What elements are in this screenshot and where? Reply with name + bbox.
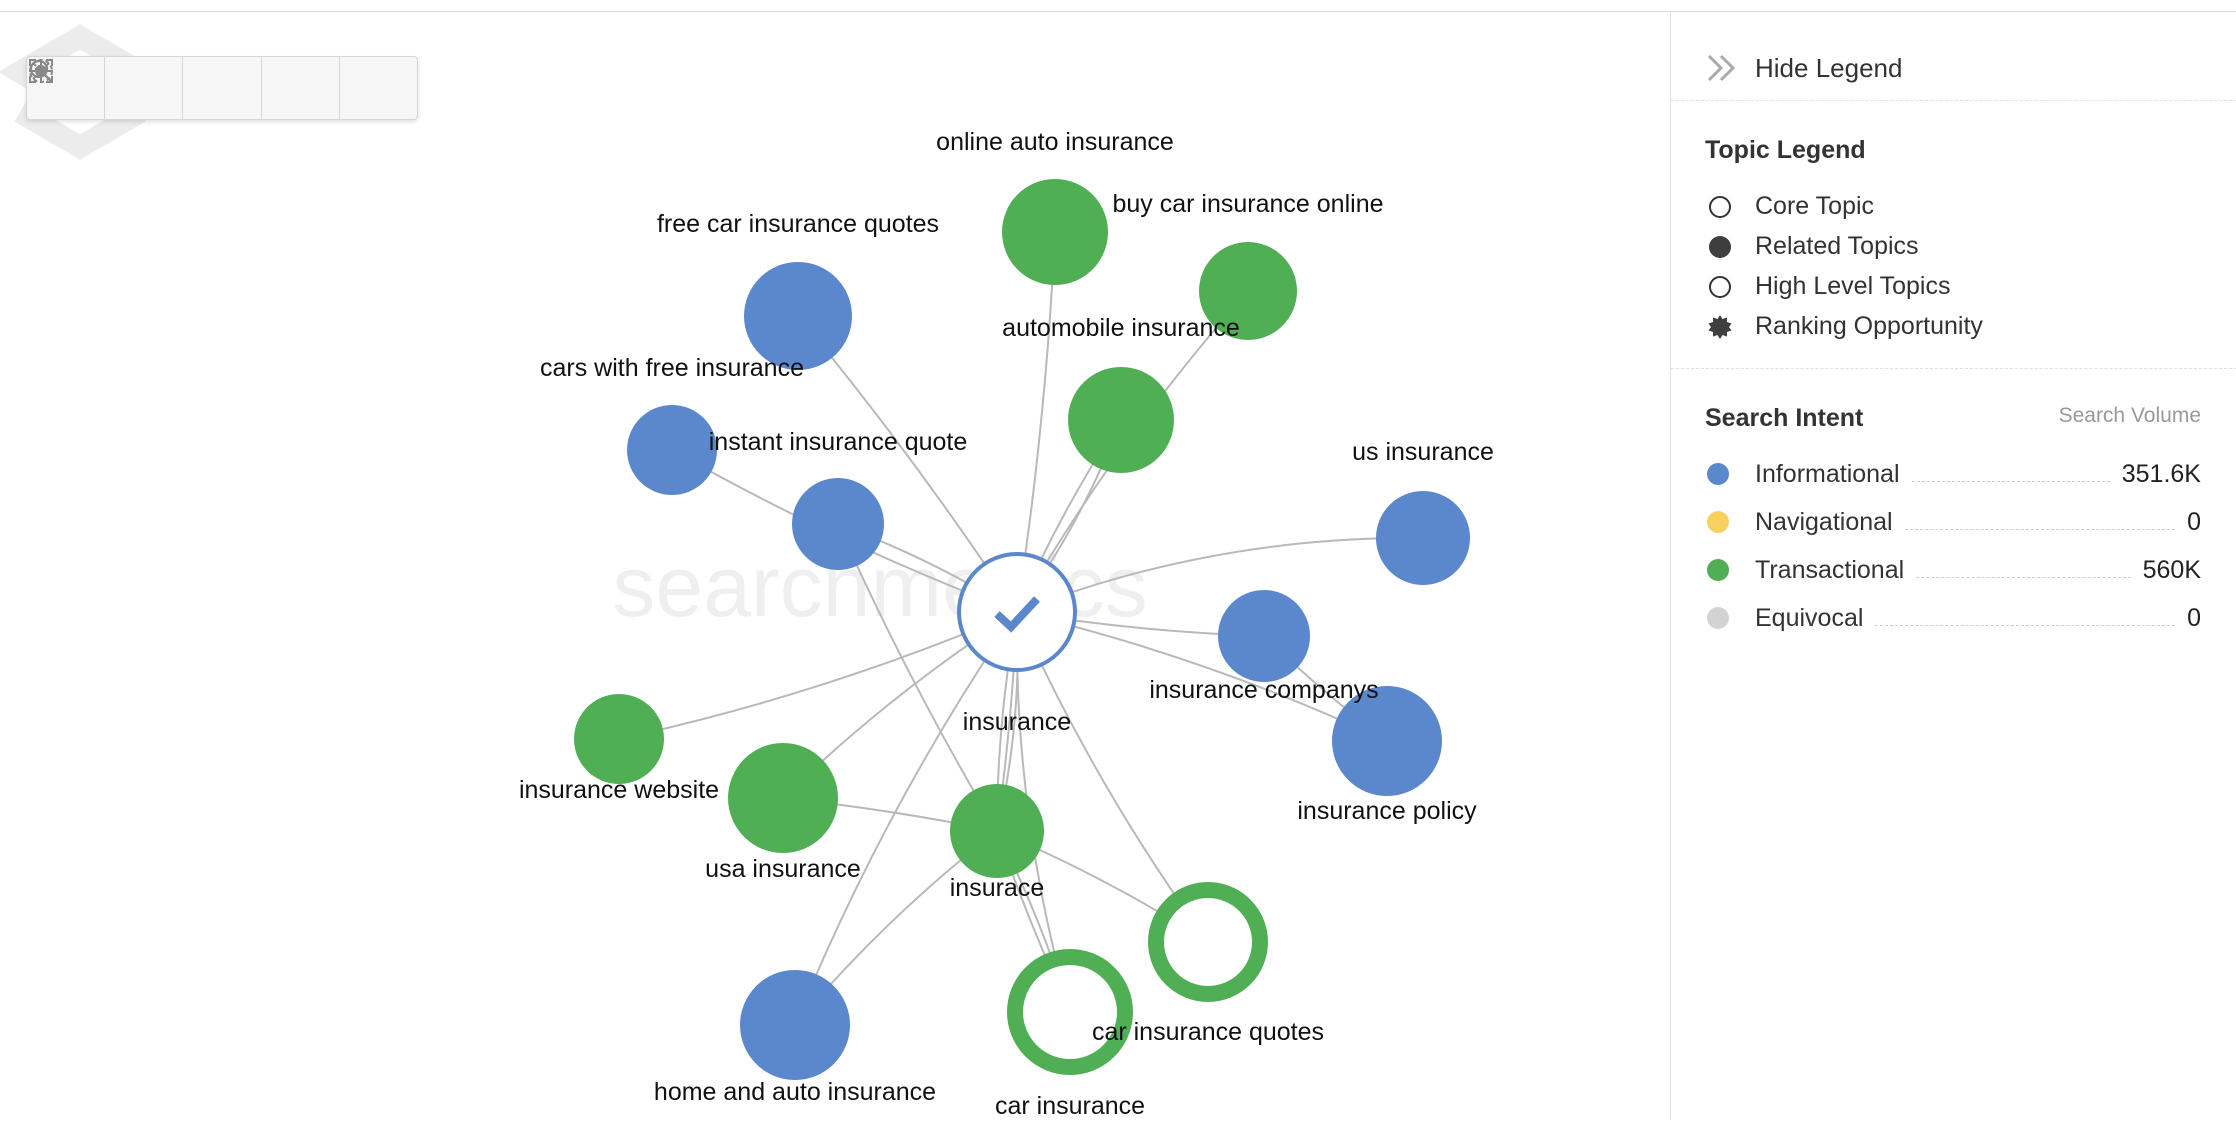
focus-button[interactable] [29,57,417,119]
legend-high-level-topics-label: High Level Topics [1755,272,1951,300]
topic-node[interactable] [1199,242,1297,340]
topic-node-label: automobile insurance [1002,314,1240,342]
topic-node[interactable] [744,262,852,370]
legend-ranking-opportunity-label: Ranking Opportunity [1755,312,1983,340]
topic-node-label: usa insurance [705,855,861,883]
intent-value: 560K [2142,555,2201,584]
intent-label: Equivocal [1755,603,1864,632]
top-bar [0,0,2236,12]
center-button[interactable] [29,57,340,119]
topic-node-label: buy car insurance online [1112,190,1384,218]
graph-edge [1016,536,1424,613]
topic-node[interactable] [740,970,850,1080]
topic-node-label: insurance policy [1297,797,1477,825]
topic-node-label: instant insurance quote [708,428,968,456]
topic-node-label: insurance website [518,776,720,804]
topic-node[interactable] [1218,590,1310,682]
focus-icon [29,59,53,83]
intent-label: Informational [1755,459,1900,488]
badge-icon [1708,314,1732,339]
equivocal-dot [1707,607,1729,629]
informational-dot [1707,463,1729,485]
topic-node-label: online auto insurance [936,128,1174,156]
zoom-out-button[interactable] [30,57,262,119]
intent-value: 351.6K [2121,459,2201,488]
topic-node[interactable] [950,784,1044,878]
topic-node[interactable] [1332,686,1442,796]
search-volume-header: Search Volume [2058,404,2201,427]
transactional-dot [1707,559,1729,581]
navigational-dot [1707,511,1729,533]
dotted-leader [1911,467,2110,482]
legend-high-level-topics: High Level Topics [1707,272,1950,301]
topic-node-label: us insurance [1352,438,1494,466]
topic-node[interactable] [728,743,838,853]
zoom-in-button[interactable] [30,57,184,119]
topic-node[interactable] [627,405,717,495]
intent-value: 0 [2187,507,2201,536]
dotted-leader [1916,563,2131,578]
topic-node-label: car insurance [994,1092,1146,1120]
topic-node[interactable] [1376,491,1470,585]
intent-value: 0 [2187,603,2201,632]
divider [1671,368,2236,369]
hide-legend-label: Hide Legend [1755,52,1903,83]
filled-circle-icon [1709,235,1731,258]
topic-node-label: cars with free insurance [539,354,805,382]
legend-core-topic-label: Core Topic [1755,192,1875,220]
topic-node[interactable] [1148,882,1268,1002]
intent-informational: Informational 351.6K [1707,458,2201,490]
topic-node-label: free car insurance quotes [656,210,940,238]
dotted-leader [1904,515,2176,530]
legend-related-topics: Related Topics [1707,232,1919,261]
graph-toolbar [26,56,418,120]
legend-panel: Hide Legend Topic Legend Core Topic Rela… [1670,12,2236,1120]
core-topic-label: insurance [962,708,1072,736]
topic-node[interactable] [792,478,884,570]
divider [1671,100,2236,101]
topic-node[interactable] [1007,949,1133,1075]
legend-ranking-opportunity: Ranking Opportunity [1707,312,1983,341]
intent-label: Navigational [1755,507,1893,536]
legend-related-topics-label: Related Topics [1755,232,1919,260]
center-icon [29,59,53,83]
topic-node-label: insurance companys [1149,676,1379,704]
graph-edge [618,611,1018,740]
topic-node[interactable] [1002,179,1108,285]
intent-equivocal: Equivocal 0 [1707,602,2201,634]
outline-circle-icon [1709,275,1731,298]
graph-svg[interactable] [0,12,1670,1120]
core-topic-node[interactable] [957,552,1077,672]
intent-transactional: Transactional 560K [1707,554,2201,586]
search-intent-title: Search Intent [1705,404,1864,432]
dotted-leader [1875,611,2176,626]
topic-node[interactable] [1068,367,1174,473]
topic-node-label: insurace [949,874,1045,902]
legend-core-topic: Core Topic [1707,192,1874,221]
double-chevron-right-icon [1707,54,1736,82]
intent-label: Transactional [1755,555,1905,584]
hide-legend-button[interactable]: Hide Legend [1701,38,1902,98]
topic-node-label: car insurance quotes [1091,1018,1325,1046]
topic-legend-title: Topic Legend [1705,136,1866,164]
topic-node-label: home and auto insurance [653,1078,937,1106]
topic-node[interactable] [574,694,664,784]
checkmark-icon [994,596,1040,633]
intent-navigational: Navigational 0 [1707,506,2201,538]
outline-circle-icon [1709,195,1731,218]
